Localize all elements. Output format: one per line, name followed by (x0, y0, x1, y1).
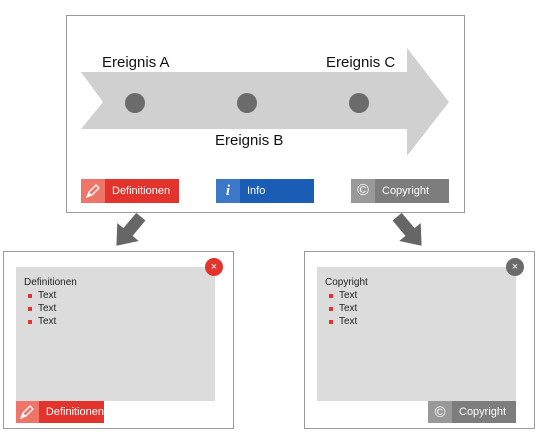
copyright-popup-title: Copyright (325, 277, 368, 288)
definitions-button[interactable]: Definitionen (81, 179, 179, 203)
copyright-icon: © (428, 401, 452, 423)
timeline-dot-b[interactable] (237, 93, 257, 113)
connector-arrow-left (116, 212, 146, 246)
main-slide: Ereignis A Ereignis B Ereignis C Definit… (66, 15, 465, 213)
info-button-label: Info (240, 179, 314, 203)
bullet-icon (329, 319, 333, 324)
timeline-dot-a[interactable] (125, 93, 145, 113)
event-label-b: Ereignis B (215, 132, 284, 149)
timeline-dot-c[interactable] (349, 93, 369, 113)
event-label-c: Ereignis C (326, 54, 396, 71)
copyright-popup-button[interactable]: © Copyright (428, 401, 516, 423)
definitions-popup-title: Definitionen (24, 277, 77, 288)
definitions-popup: Definitionen Text Text Text × Definition… (3, 251, 234, 429)
bullet-icon (28, 319, 32, 324)
bullet-icon (329, 306, 333, 311)
definitions-list: Text Text Text (26, 289, 56, 328)
list-item: Text (327, 302, 357, 315)
list-item: Text (327, 315, 357, 328)
copyright-popup-button-label: Copyright (452, 401, 516, 423)
pencil-icon (81, 179, 105, 203)
list-item: Text (26, 315, 56, 328)
bullet-icon (28, 306, 32, 311)
connector-arrow-right (392, 212, 422, 246)
bullet-icon (329, 293, 333, 298)
definitions-popup-button-label: Definitionen (38, 401, 104, 423)
timeline-arrow (81, 48, 449, 156)
copyright-popup: Copyright Text Text Text × © Copyright (304, 251, 535, 429)
definitions-card: Definitionen Text Text Text (16, 267, 215, 401)
list-item: Text (26, 302, 56, 315)
copyright-icon: © (351, 179, 375, 203)
copyright-list: Text Text Text (327, 289, 357, 328)
close-icon[interactable]: × (205, 258, 223, 276)
close-icon[interactable]: × (506, 258, 524, 276)
list-item: Text (327, 289, 357, 302)
info-icon: i (216, 179, 240, 203)
pencil-icon (16, 401, 39, 423)
list-item: Text (26, 289, 56, 302)
copyright-card: Copyright Text Text Text (317, 267, 516, 401)
bullet-icon (28, 293, 32, 298)
info-button[interactable]: i Info (216, 179, 314, 203)
definitions-button-label: Definitionen (105, 179, 179, 203)
event-label-a: Ereignis A (102, 54, 170, 71)
definitions-popup-button[interactable]: Definitionen (16, 401, 104, 423)
copyright-button[interactable]: © Copyright (351, 179, 449, 203)
copyright-button-label: Copyright (375, 179, 449, 203)
